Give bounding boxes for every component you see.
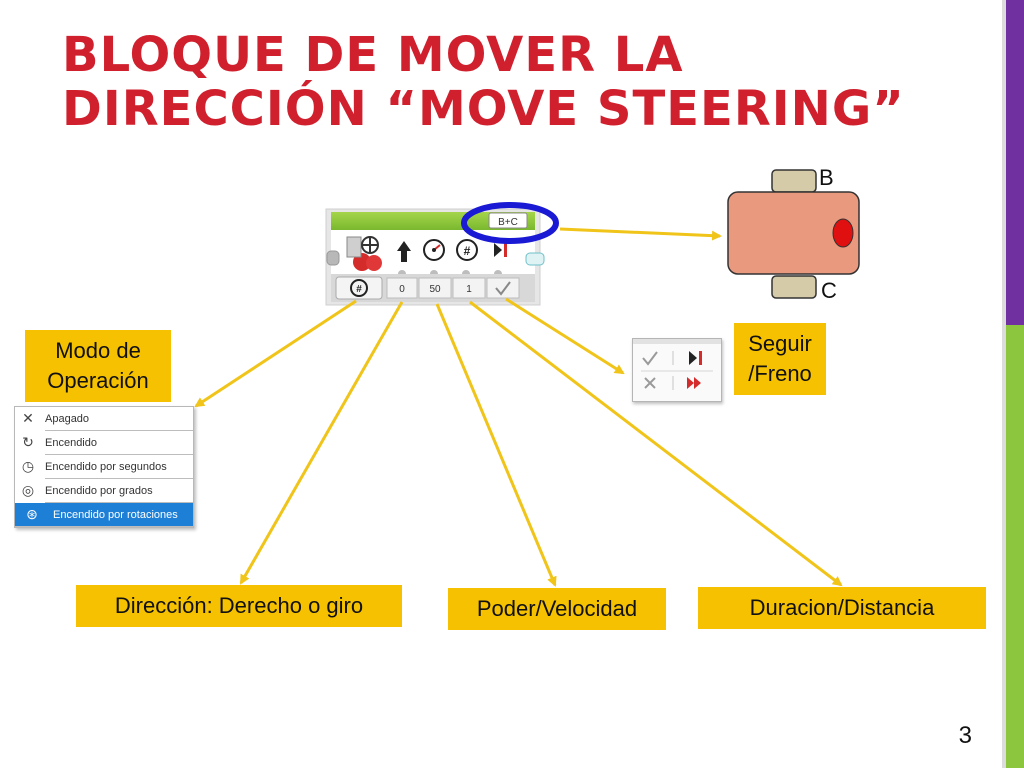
robot-schematic: B C xyxy=(727,165,860,303)
slide-title-line-2: DIRECCIÓN “MOVE STEERING” xyxy=(62,81,905,137)
move-steering-block[interactable]: B+C # xyxy=(325,208,545,306)
rotations-value: 1 xyxy=(466,284,472,295)
rotate-icon: ↻ xyxy=(22,434,34,450)
side-bar-divider xyxy=(1002,0,1006,768)
arrow-up-icon xyxy=(397,241,411,262)
svg-text:#: # xyxy=(356,284,362,295)
close-icon[interactable] xyxy=(644,377,656,389)
rotations-icon: ⊛ xyxy=(26,506,38,522)
block-header-bar xyxy=(331,212,535,230)
wheel-b xyxy=(771,169,817,193)
mode-menu-item-rotaciones[interactable]: ⊛ Encendido por rotaciones xyxy=(15,503,193,527)
arrow-to-robot xyxy=(559,227,722,241)
brake-options-graphic xyxy=(633,339,721,390)
mode-menu-item-segundos[interactable]: ◷ Encendido por segundos xyxy=(22,455,193,479)
wheel-c xyxy=(771,275,817,299)
mode-menu-item-label: Encendido por rotaciones xyxy=(53,508,178,521)
port-highlight-ellipse xyxy=(461,202,559,244)
rotations-value-field[interactable] xyxy=(452,277,486,299)
degrees-icon: ◎ xyxy=(21,482,35,498)
side-bar-purple xyxy=(1002,0,1024,325)
coast-icon[interactable] xyxy=(687,377,694,389)
speedometer-icon xyxy=(423,239,445,261)
check-icon[interactable] xyxy=(642,351,658,366)
brake-options-menu xyxy=(632,338,722,402)
mode-menu-item-label: Encendido xyxy=(45,436,97,449)
rotations-icon: # xyxy=(456,239,478,261)
check-icon xyxy=(495,281,511,296)
arrow-to-poder xyxy=(435,303,557,587)
close-icon: ✕ xyxy=(22,410,34,426)
side-bar-green xyxy=(1002,325,1024,768)
robot-sensor xyxy=(832,218,854,248)
mode-menu-item-label: Apagado xyxy=(45,412,90,425)
arrow-to-brake xyxy=(505,297,625,375)
arrow-to-mode xyxy=(194,299,357,408)
motor-pair-icon xyxy=(346,236,382,271)
power-value: 50 xyxy=(429,284,441,295)
label-seguir-freno: Seguir /Freno xyxy=(734,323,826,395)
robot-body xyxy=(727,191,860,275)
arrow-to-duracion xyxy=(469,300,843,587)
label-modo-operacion: Modo de Operación xyxy=(25,330,171,402)
steering-value-field[interactable] xyxy=(386,277,418,299)
timer-icon: ◷ xyxy=(21,458,35,474)
label-duracion-distancia: Duracion/Distancia xyxy=(698,587,986,629)
port-selector-label: B+C xyxy=(498,217,518,228)
mode-menu-item-grados[interactable]: ◎ Encendido por grados xyxy=(22,479,193,503)
slide-title-line-1: BLOQUE DE MOVER LA xyxy=(62,27,684,83)
label-direccion: Dirección: Derecho o giro xyxy=(76,585,402,627)
slide-title: BLOQUE DE MOVER LA DIRECCIÓN “MOVE STEER… xyxy=(62,28,905,136)
mode-menu-item-apagado[interactable]: ✕ Apagado xyxy=(22,407,193,431)
motor-label-c: C xyxy=(821,278,837,303)
mode-menu-item-encendido[interactable]: ↻ Encendido xyxy=(22,431,193,455)
sequence-out-connector xyxy=(525,252,545,266)
sequence-in-connector xyxy=(326,250,340,266)
brake-icon xyxy=(494,243,507,257)
rotations-mode-icon: # xyxy=(350,279,368,297)
mode-menu-item-label: Encendido por grados xyxy=(45,484,153,497)
mode-menu: ✕ Apagado ↻ Encendido ◷ Encendido por se… xyxy=(14,406,194,528)
side-accent-bar xyxy=(1002,0,1024,768)
page-number: 3 xyxy=(958,722,972,749)
steering-value: 0 xyxy=(399,284,405,295)
motor-label-b: B xyxy=(819,165,834,190)
brake-icon[interactable] xyxy=(689,351,697,365)
mode-menu-item-label: Encendido por segundos xyxy=(45,460,167,473)
brake-value-field[interactable] xyxy=(486,277,520,299)
port-selector[interactable] xyxy=(488,212,528,229)
svg-text:#: # xyxy=(464,244,471,258)
mode-selector-button[interactable] xyxy=(335,276,383,300)
power-value-field[interactable] xyxy=(418,277,452,299)
label-poder-velocidad: Poder/Velocidad xyxy=(448,588,666,630)
arrow-to-direccion xyxy=(239,301,404,585)
